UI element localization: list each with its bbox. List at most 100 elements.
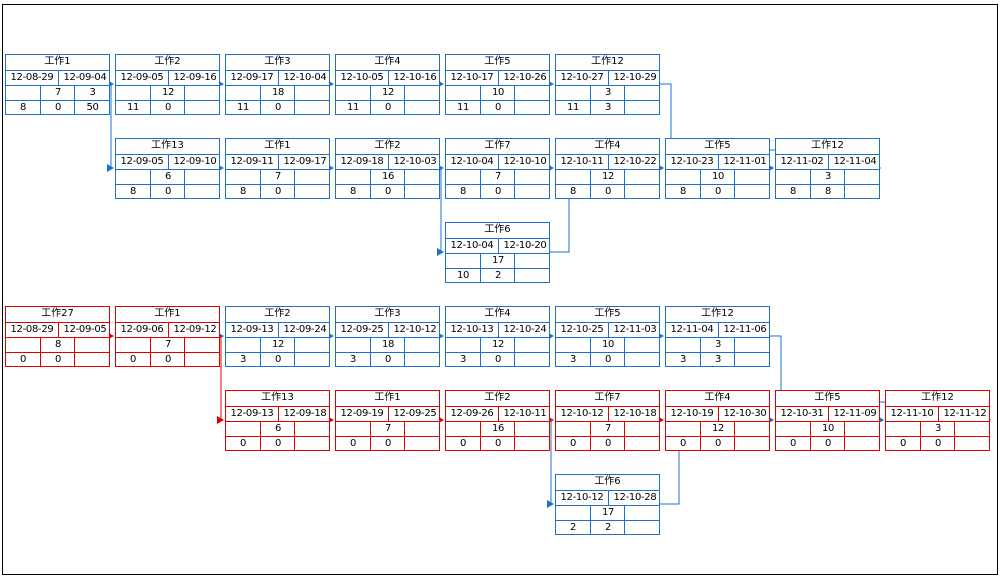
finish-date: 12-09-25 <box>388 407 441 422</box>
task-name: 工作3 <box>374 308 401 319</box>
free-float-cell: 0 <box>370 101 405 115</box>
float-cell: 0 <box>239 438 247 449</box>
value-cell <box>556 422 590 437</box>
duration-cell: 12 <box>370 86 405 101</box>
free-float-cell: 0 <box>700 185 735 199</box>
free-float-cell: 0 <box>40 353 75 367</box>
duration-cell: 12 <box>700 422 735 437</box>
task-name: 工作2 <box>154 56 181 67</box>
task-name: 工作12 <box>921 392 954 403</box>
value-cell <box>624 185 660 199</box>
float-cell: 8 <box>679 186 687 197</box>
value-cell <box>116 86 150 101</box>
value-cell <box>404 353 440 367</box>
free-float-cell: 8 <box>810 185 845 199</box>
finish-date: 12-09-04 <box>58 71 111 86</box>
duration-cell: 7 <box>40 86 75 101</box>
value-cell <box>734 338 770 353</box>
task-name: 工作2 <box>374 140 401 151</box>
float-cell: 8 <box>239 186 247 197</box>
float-cell: 11 <box>346 102 360 113</box>
duration-cell: 10 <box>810 422 845 437</box>
value-cell: 50 <box>74 101 110 115</box>
value-cell <box>514 101 550 115</box>
task-name: 工作27 <box>41 308 74 319</box>
duration-cell: 12 <box>590 170 625 185</box>
float-cell: 8 <box>459 186 467 197</box>
task-name: 工作5 <box>484 56 511 67</box>
diagram-frame <box>2 4 998 575</box>
float-cell: 3 <box>569 354 577 365</box>
task-name: 工作1 <box>374 392 401 403</box>
free-float-cell: 0 <box>260 185 295 199</box>
value-cell <box>446 422 480 437</box>
start-date: 12-09-05 <box>120 72 164 83</box>
duration-cell: 3 <box>700 338 735 353</box>
start-date: 12-10-23 <box>670 156 714 167</box>
task-name: 工作1 <box>44 56 71 67</box>
task-name: 工作1 <box>264 140 291 151</box>
float-cell: 3 <box>459 354 467 365</box>
free-float-cell: 0 <box>700 437 735 451</box>
float-cell: 0 <box>129 354 137 365</box>
value-cell <box>624 422 660 437</box>
value-cell <box>184 338 220 353</box>
finish-date: 12-10-04 <box>278 71 331 86</box>
value-cell <box>954 437 990 451</box>
float-cell: 0 <box>679 438 687 449</box>
value-cell <box>886 422 920 437</box>
free-float-cell: 0 <box>480 185 515 199</box>
value-cell <box>294 353 330 367</box>
free-float-cell: 3 <box>700 353 735 367</box>
value-cell <box>446 338 480 353</box>
float-cell: 0 <box>789 438 797 449</box>
finish-date: 12-10-22 <box>608 155 661 170</box>
task-name: 工作4 <box>704 392 731 403</box>
float-cell: 0 <box>459 438 467 449</box>
float-cell: 8 <box>19 102 27 113</box>
arrow-head <box>217 416 224 424</box>
finish-date: 12-10-20 <box>498 239 551 254</box>
task-name: 工作6 <box>594 476 621 487</box>
duration-cell: 7 <box>370 422 405 437</box>
task-name: 工作7 <box>484 140 511 151</box>
value-cell <box>734 170 770 185</box>
duration-cell: 7 <box>150 338 185 353</box>
free-float-cell: 0 <box>810 437 845 451</box>
value-cell <box>336 338 370 353</box>
value-cell <box>776 422 810 437</box>
start-date: 12-09-19 <box>340 408 384 419</box>
duration-cell: 3 <box>590 86 625 101</box>
value-cell <box>6 338 40 353</box>
start-date: 12-10-19 <box>670 408 714 419</box>
